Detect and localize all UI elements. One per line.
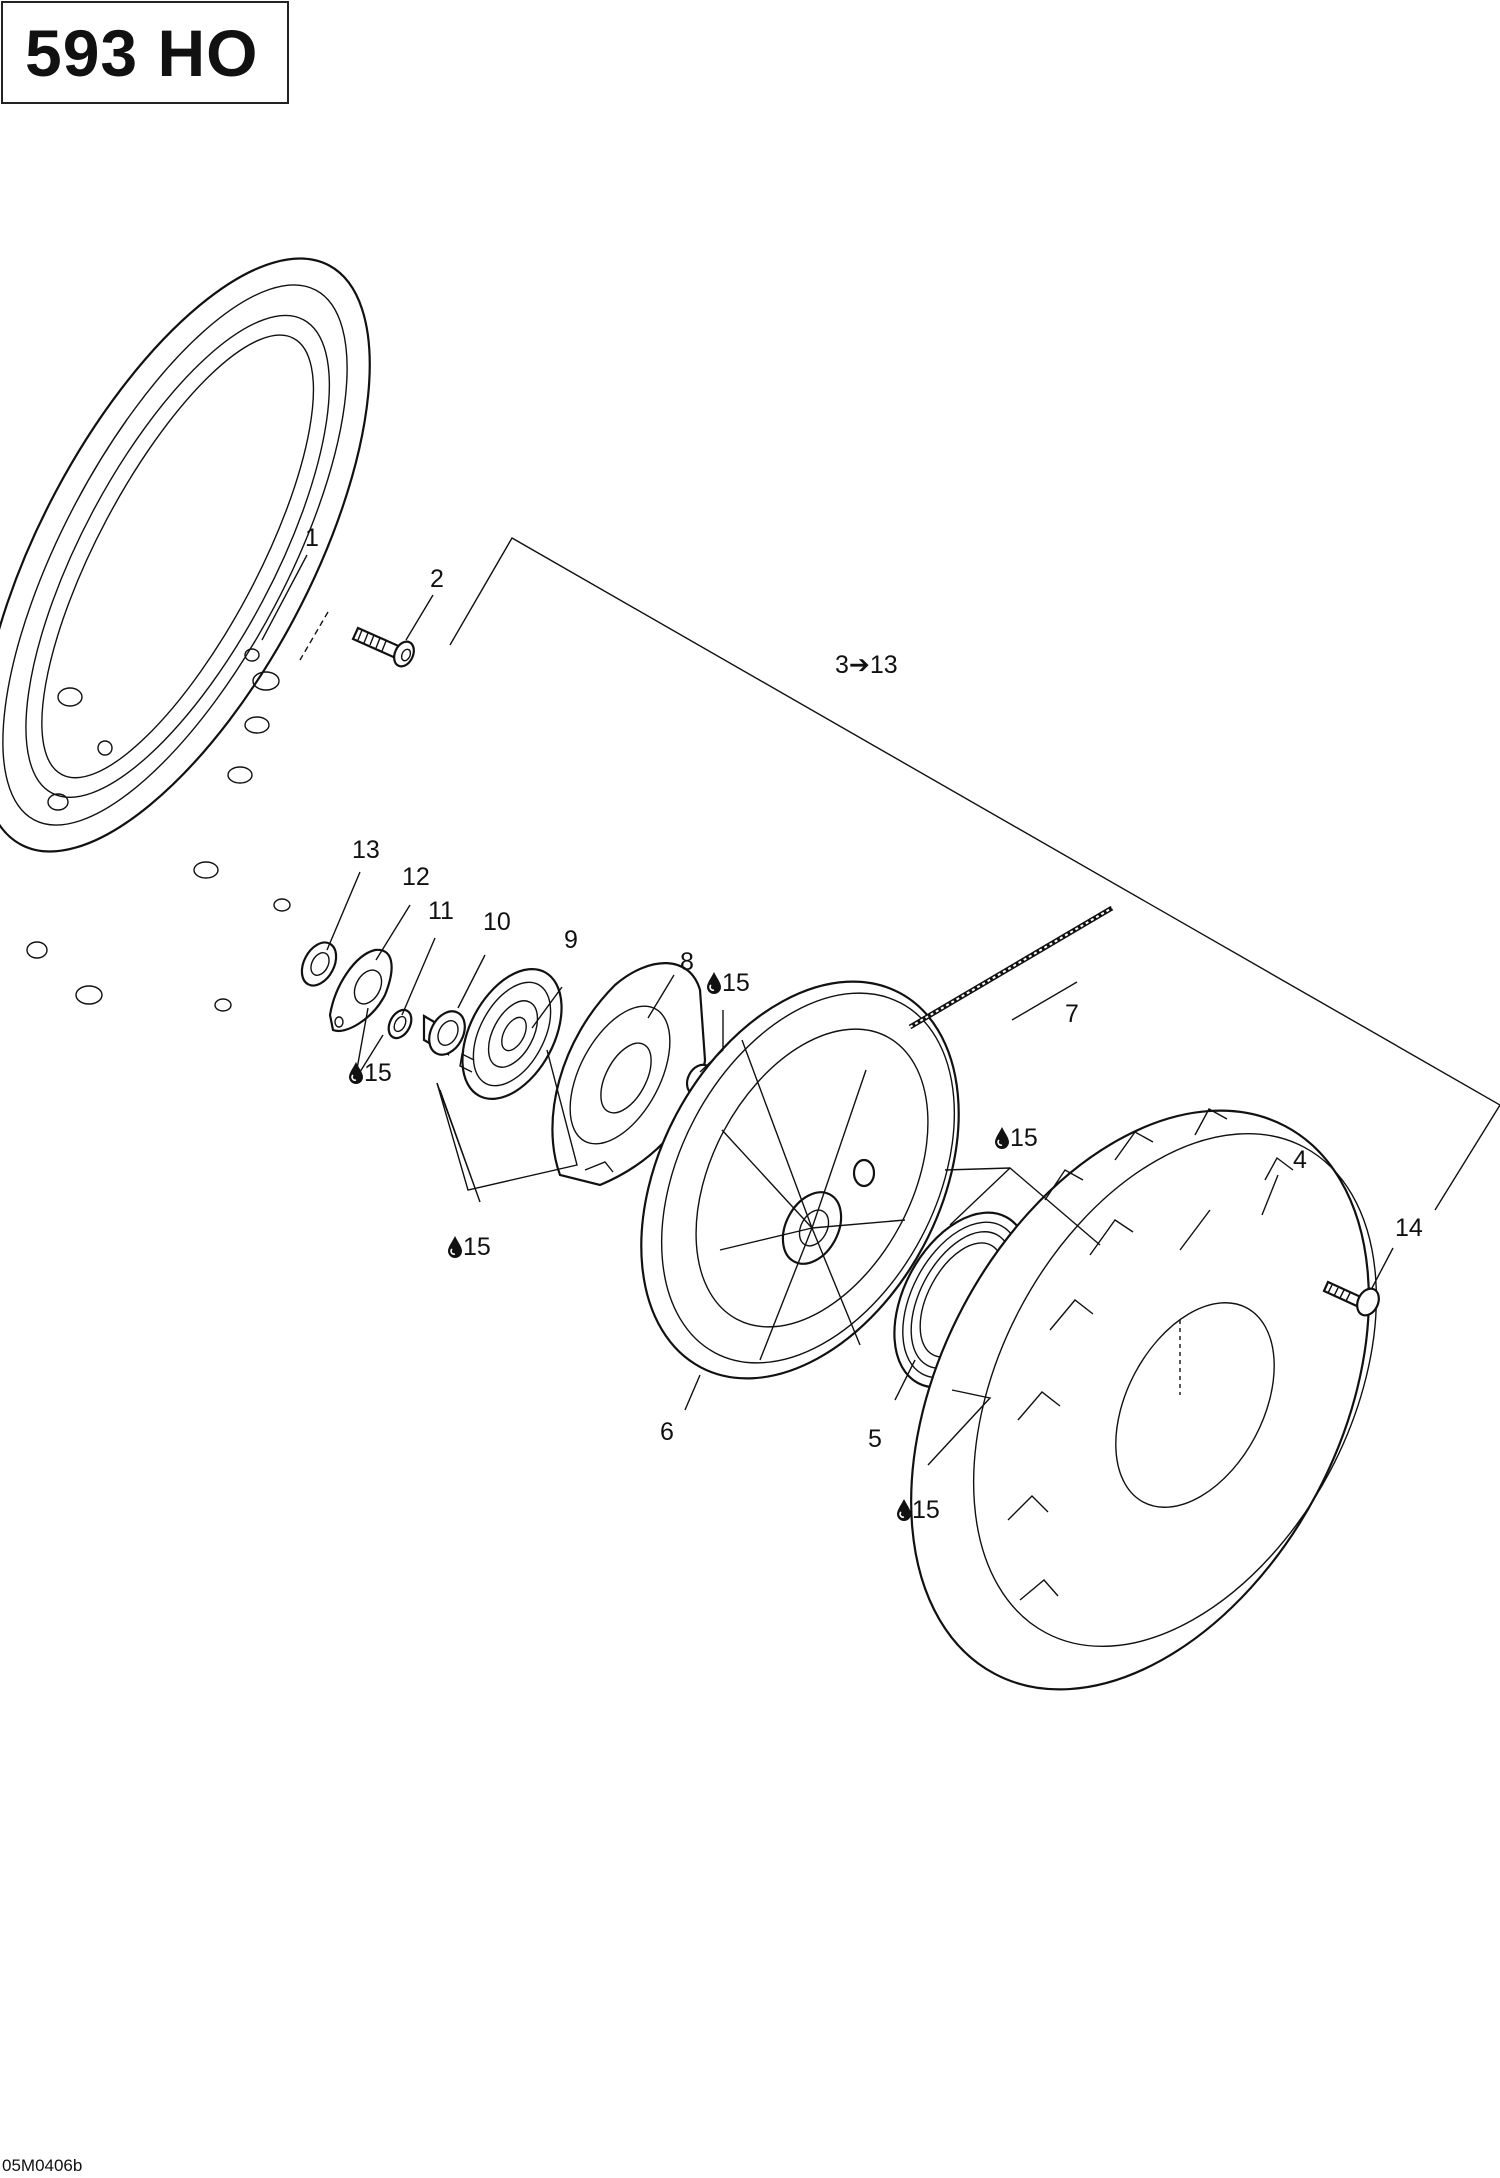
callout-3-13: 3➔13 <box>835 651 898 679</box>
part-12-plate <box>328 948 393 1033</box>
part-10-bushing <box>422 1010 466 1056</box>
part-11-ring <box>387 1008 413 1040</box>
lubricant-callout-4: 15 <box>994 1124 1038 1152</box>
svg-text:15: 15 <box>463 1233 491 1261</box>
callout-14: 14 <box>1395 1214 1423 1242</box>
svg-text:15: 15 <box>1010 1124 1038 1152</box>
oil-drop-icon <box>447 1235 463 1259</box>
callout-11: 11 <box>428 897 454 925</box>
reference-code: 05M0406b <box>2 2156 83 2175</box>
lubricant-callout-3: 15 <box>447 1233 491 1261</box>
callout-2: 2 <box>430 565 444 593</box>
callout-9: 9 <box>564 926 578 954</box>
svg-text:15: 15 <box>722 969 750 997</box>
callout-6: 6 <box>660 1418 674 1446</box>
part-1-housing-ring <box>0 257 371 1012</box>
callout-13: 13 <box>352 836 380 864</box>
callout-7: 7 <box>1065 1000 1079 1028</box>
part-7-rope <box>908 905 1114 1030</box>
oil-drop-icon <box>348 1061 364 1085</box>
svg-text:15: 15 <box>912 1496 940 1524</box>
part-13-star-washer <box>300 941 338 987</box>
model-title-box: 593 HO <box>1 1 289 104</box>
model-title: 593 HO <box>25 16 259 90</box>
part-14-screw <box>1322 1280 1380 1317</box>
callout-8: 8 <box>680 948 694 976</box>
callout-10: 10 <box>483 908 511 936</box>
oil-drop-icon <box>706 971 722 995</box>
part-2-screw <box>351 626 415 668</box>
oil-drop-icon <box>994 1126 1010 1150</box>
callout-12: 12 <box>402 863 430 891</box>
lubricant-callout-5: 15 <box>896 1496 940 1524</box>
callout-5: 5 <box>868 1425 882 1453</box>
part-6-rope-pulley <box>640 980 960 1380</box>
part-9-spring <box>459 968 563 1100</box>
callout-4: 4 <box>1293 1146 1307 1174</box>
oil-drop-icon <box>896 1498 912 1522</box>
lubricant-callout-1: 15 <box>706 969 750 997</box>
part-4-starter-cover <box>910 1108 1378 1691</box>
lubricant-callout-2: 15 <box>348 1059 392 1087</box>
callout-1: 1 <box>305 524 319 552</box>
leader-lines <box>261 537 1500 1466</box>
svg-text:15: 15 <box>364 1059 392 1087</box>
